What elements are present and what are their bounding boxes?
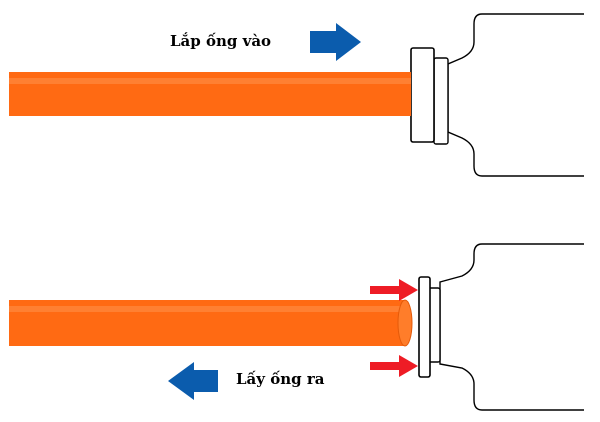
tube-end-bottom (397, 299, 413, 347)
push-arrow-lower-icon (370, 355, 418, 377)
fitting-body-bottom (439, 243, 584, 411)
push-arrow-upper-icon (370, 279, 418, 301)
release-collar-top (410, 47, 435, 143)
release-collar-bottom (418, 276, 431, 378)
tube-bottom-highlight (9, 306, 405, 312)
arrow-right-icon (310, 23, 361, 61)
fitting-body-top (447, 13, 584, 177)
insert-panel (9, 13, 584, 177)
remove-panel (9, 243, 584, 411)
tube-top-highlight (9, 78, 411, 84)
collet-ring-top (433, 57, 449, 145)
arrow-left-icon (168, 362, 218, 400)
insert-caption: Lắp ống vào (170, 32, 272, 50)
remove-caption: Lấy ống ra (236, 370, 325, 388)
